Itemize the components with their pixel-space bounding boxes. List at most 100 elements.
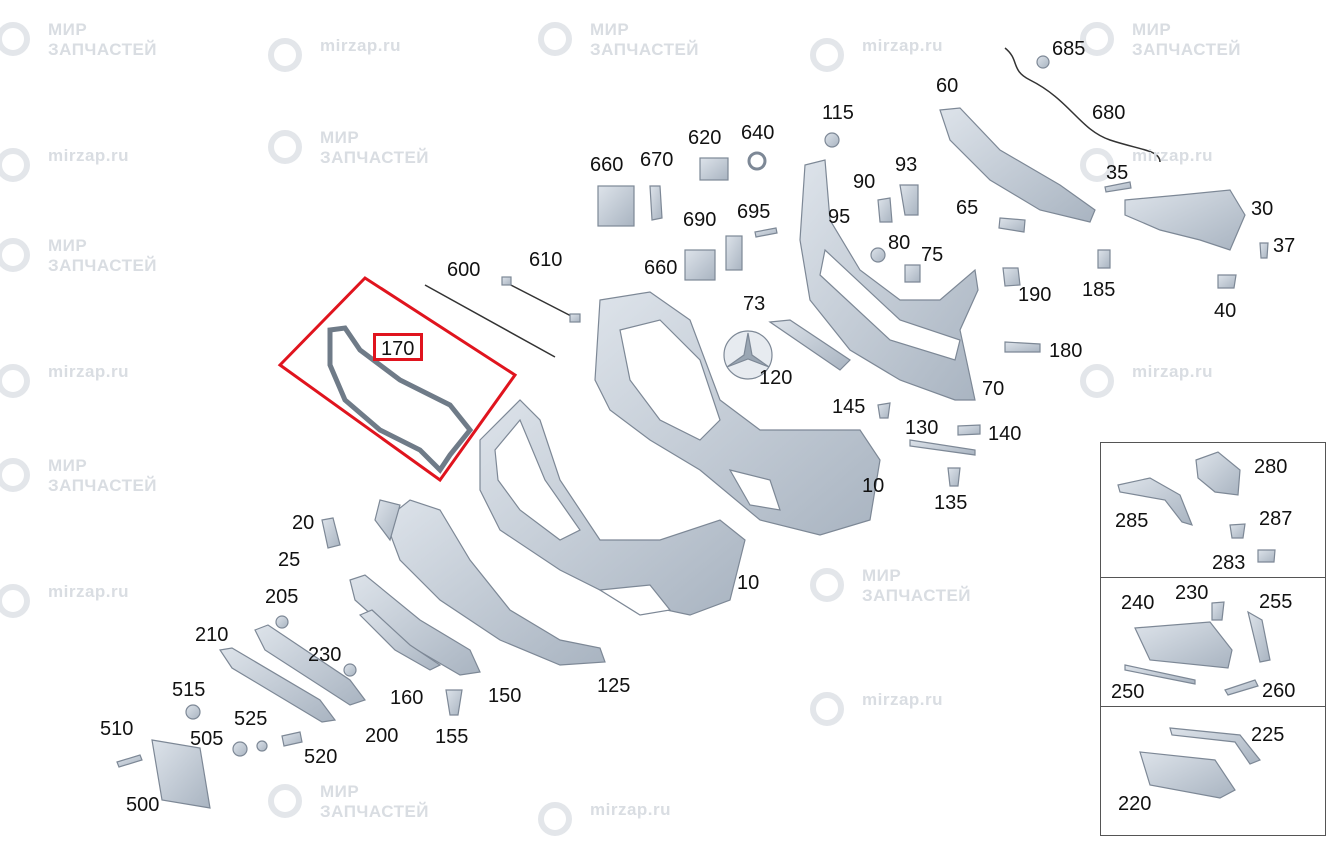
part-label-155[interactable]: 155 <box>435 726 469 748</box>
part-label-95[interactable]: 95 <box>828 206 851 228</box>
part-label-230[interactable]: 230 <box>1175 582 1209 604</box>
part-label-10[interactable]: 10 <box>862 475 885 497</box>
part-label-90[interactable]: 90 <box>853 171 876 193</box>
watermark-pin-icon <box>268 784 302 818</box>
part-label-500[interactable]: 500 <box>126 794 160 816</box>
watermark-brand: МИР ЗАПЧАСТЕЙ <box>268 128 429 168</box>
watermark-site: mirzap.ru <box>0 582 129 618</box>
part-label-240[interactable]: 240 <box>1121 592 1155 614</box>
part-label-140[interactable]: 140 <box>988 423 1022 445</box>
watermark-pin-icon <box>268 38 302 72</box>
part-label-135[interactable]: 135 <box>934 492 968 514</box>
watermark-site: mirzap.ru <box>1080 146 1213 182</box>
part-label-660[interactable]: 660 <box>590 154 624 176</box>
part-label-680[interactable]: 680 <box>1092 102 1126 124</box>
watermark-pin-icon <box>810 568 844 602</box>
part-label-505[interactable]: 505 <box>190 728 224 750</box>
watermark-brand: МИР ЗАПЧАСТЕЙ <box>1080 20 1241 60</box>
watermark-brand: МИР ЗАПЧАСТЕЙ <box>0 236 157 276</box>
part-label-205[interactable]: 205 <box>265 586 299 608</box>
part-label-520[interactable]: 520 <box>304 746 338 768</box>
part-label-285[interactable]: 285 <box>1115 510 1149 532</box>
part-label-515[interactable]: 515 <box>172 679 206 701</box>
part-label-690[interactable]: 690 <box>683 209 717 231</box>
part-label-610[interactable]: 610 <box>529 249 563 271</box>
part-label-525[interactable]: 525 <box>234 708 268 730</box>
watermark-pin-icon <box>1080 22 1114 56</box>
part-label-35[interactable]: 35 <box>1106 162 1129 184</box>
part-label-115[interactable]: 115 <box>822 102 854 124</box>
watermark-brand: МИР ЗАПЧАСТЕЙ <box>810 566 971 606</box>
part-label-20[interactable]: 20 <box>292 512 315 534</box>
watermark-site: mirzap.ru <box>538 800 671 836</box>
watermark-pin-icon <box>0 22 30 56</box>
highlight-frame <box>277 276 518 483</box>
grille-trim-frame <box>327 325 474 474</box>
part-label-37[interactable]: 37 <box>1273 235 1296 257</box>
part-label-30[interactable]: 30 <box>1251 198 1274 220</box>
license-plate-bracket <box>151 739 211 809</box>
part-label-225[interactable]: 225 <box>1251 724 1285 746</box>
watermark-pin-icon <box>0 584 30 618</box>
watermark-pin-icon <box>1080 364 1114 398</box>
part-label-695[interactable]: 695 <box>737 201 771 223</box>
part-label-130[interactable]: 130 <box>905 417 939 439</box>
part-label-640[interactable]: 640 <box>741 122 775 144</box>
highlighted-part-label-box: 170 <box>373 333 423 361</box>
part-label-250[interactable]: 250 <box>1111 681 1145 703</box>
part-label-60[interactable]: 60 <box>936 75 959 97</box>
bumper-cover-lower <box>479 399 746 616</box>
inset-panel-bottom <box>1100 706 1326 836</box>
part-label-70[interactable]: 70 <box>982 378 1005 400</box>
part-label-65[interactable]: 65 <box>956 197 979 219</box>
part-label-80[interactable]: 80 <box>888 232 911 254</box>
part-label-660[interactable]: 660 <box>644 257 678 279</box>
watermark-site: mirzap.ru <box>810 690 943 726</box>
watermark-site: mirzap.ru <box>810 36 943 72</box>
watermark-pin-icon <box>538 22 572 56</box>
watermark-pin-icon <box>810 692 844 726</box>
part-label-510[interactable]: 510 <box>100 718 134 740</box>
part-label-670[interactable]: 670 <box>640 149 674 171</box>
part-label-125[interactable]: 125 <box>597 675 631 697</box>
watermark-pin-icon <box>1080 148 1114 182</box>
part-label-685[interactable]: 685 <box>1052 38 1086 60</box>
part-label-25[interactable]: 25 <box>278 549 301 571</box>
watermark-pin-icon <box>268 130 302 164</box>
part-label-120[interactable]: 120 <box>759 367 793 389</box>
part-label-73[interactable]: 73 <box>743 293 766 315</box>
part-label-230[interactable]: 230 <box>308 644 342 666</box>
watermark-pin-icon <box>0 364 30 398</box>
watermark-site: mirzap.ru <box>268 36 401 72</box>
part-label-40[interactable]: 40 <box>1214 300 1237 322</box>
part-label-620[interactable]: 620 <box>688 127 722 149</box>
part-label-75[interactable]: 75 <box>921 244 944 266</box>
watermark-pin-icon <box>810 38 844 72</box>
part-label-600[interactable]: 600 <box>447 259 481 281</box>
lower-frame <box>384 499 606 666</box>
part-label-150[interactable]: 150 <box>488 685 522 707</box>
part-label-260[interactable]: 260 <box>1262 680 1296 702</box>
watermark-pin-icon <box>538 802 572 836</box>
part-label-180[interactable]: 180 <box>1049 340 1083 362</box>
part-label-255[interactable]: 255 <box>1259 591 1293 613</box>
part-label-220[interactable]: 220 <box>1118 793 1152 815</box>
watermark-pin-icon <box>0 148 30 182</box>
part-label-283[interactable]: 283 <box>1212 552 1246 574</box>
part-label-190[interactable]: 190 <box>1018 284 1052 306</box>
part-label-160[interactable]: 160 <box>390 687 424 709</box>
part-label-200[interactable]: 200 <box>365 725 399 747</box>
watermark-site: mirzap.ru <box>0 146 129 182</box>
part-label-170[interactable]: 170 <box>381 338 415 360</box>
part-label-10[interactable]: 10 <box>737 572 760 594</box>
watermark-brand: МИР ЗАПЧАСТЕЙ <box>538 20 699 60</box>
part-label-287[interactable]: 287 <box>1259 508 1293 530</box>
impact-beam <box>939 107 1096 223</box>
part-label-185[interactable]: 185 <box>1082 279 1116 301</box>
part-label-145[interactable]: 145 <box>832 396 866 418</box>
part-label-93[interactable]: 93 <box>895 154 918 176</box>
watermark-site: mirzap.ru <box>0 362 129 398</box>
part-label-210[interactable]: 210 <box>195 624 229 646</box>
part-label-280[interactable]: 280 <box>1254 456 1288 478</box>
